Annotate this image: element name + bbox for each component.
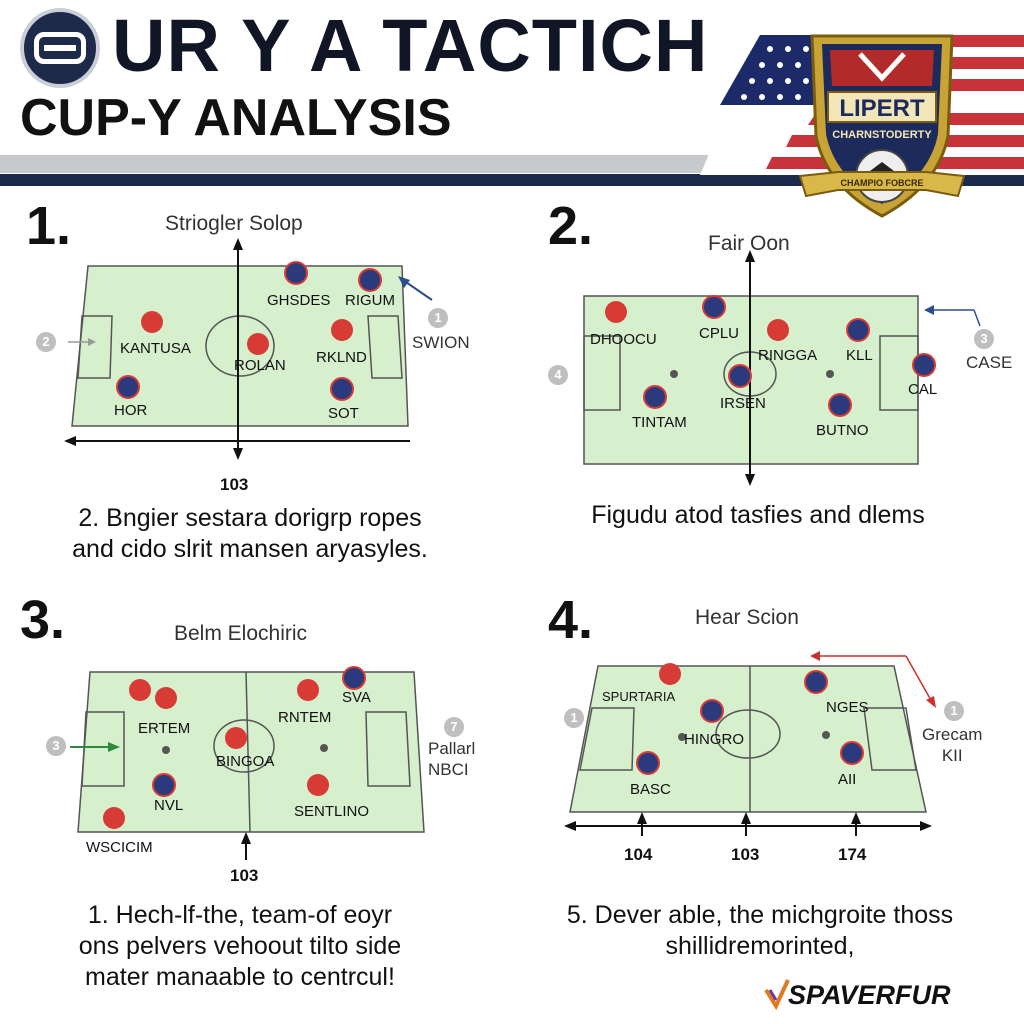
- panel-4-badge-left: 1: [564, 708, 584, 728]
- championship-shield-icon: LIPERT CHARNSTODERTY CHAMPIO FOBCRE: [798, 34, 966, 218]
- player-markers: [605, 295, 936, 417]
- panel-4-axis-label: 103: [731, 845, 760, 864]
- player-label: HOR: [114, 402, 148, 419]
- panel-1-badge-left: 2: [36, 332, 56, 352]
- player-label: AII: [838, 771, 857, 788]
- panel-2-number: 2.: [548, 196, 594, 256]
- panel-1-axis-label: 103: [220, 475, 249, 494]
- player-label: WSCICIM: [86, 839, 153, 856]
- player-label: IRSEN: [720, 395, 766, 412]
- svg-text:CHAMPIO FOBCRE: CHAMPIO FOBCRE: [841, 178, 924, 188]
- player-label: TINTAM: [632, 414, 687, 431]
- player-label: KANTUSA: [120, 340, 191, 357]
- page-title: UR Y A TACTICH: [112, 4, 709, 87]
- panel-4-axis-label: 174: [838, 845, 867, 864]
- player-label: SOT: [328, 405, 359, 422]
- player-label: ROLAN: [234, 357, 286, 374]
- player-label: SENTLINO: [294, 803, 370, 820]
- panel-4-number: 4.: [548, 590, 594, 650]
- header-divider-navy: [0, 174, 1024, 186]
- panel-2-badge-right: 3: [974, 329, 994, 349]
- player-label: SVA: [342, 689, 371, 706]
- player-label: NGES: [826, 699, 869, 716]
- panel-2-side-label: CASE: [966, 353, 1013, 372]
- player-label: BASC: [630, 781, 671, 798]
- panel-2-heading: Fair Oon: [708, 232, 790, 255]
- header-banner: UR Y A TACTICH CUP-Y ANALYSIS LIPERT CHA…: [0, 0, 1024, 218]
- player-label: NVL: [154, 797, 184, 814]
- player-label: DHOOCU: [590, 331, 657, 348]
- panel-3-heading: Belm Elochiric: [174, 622, 308, 645]
- panel-1-pitch-diagram: [64, 238, 433, 460]
- player-label: BUTNO: [816, 422, 869, 439]
- panel-3-badge-right: 7: [444, 717, 464, 737]
- panel-4-side-label: Grecam KII: [922, 725, 983, 765]
- panel-3-side-label: Pallarl NBCI: [428, 739, 476, 779]
- panel-4-badge-right: 1: [944, 701, 964, 721]
- player-label: KLL: [846, 347, 873, 364]
- svg-text:LIPERT: LIPERT: [839, 95, 925, 122]
- player-label: RIGUM: [345, 292, 395, 309]
- player-label: RKLND: [316, 349, 367, 366]
- panel-4-axis-label: 104: [624, 845, 653, 864]
- panel-3-pitch-diagram: [70, 666, 425, 860]
- panel-4-heading: Hear Scion: [695, 606, 799, 629]
- panel-1-number: 1.: [26, 196, 72, 256]
- logo-icon: [20, 8, 100, 88]
- player-label: CAL: [908, 381, 938, 398]
- brand-check-icon: [764, 979, 790, 1010]
- player-label: BINGOA: [216, 753, 275, 770]
- panel-1-heading: Striogler Solop: [165, 212, 303, 235]
- player-label: SPURTARIA: [602, 689, 676, 704]
- player-label: GHSDES: [267, 292, 331, 309]
- panel-3-axis-label: 103: [230, 866, 259, 885]
- player-markers: [116, 261, 382, 401]
- player-markers: [636, 663, 864, 775]
- panel-2-pitch-diagram: [583, 250, 981, 486]
- player-markers: [103, 666, 366, 829]
- player-label: HINGRO: [684, 731, 744, 748]
- svg-text:CHARNSTODERTY: CHARNSTODERTY: [832, 129, 932, 141]
- panel-4-pitch-diagram: [564, 651, 936, 836]
- panel-3-number: 3.: [20, 590, 66, 650]
- page-subtitle: CUP-Y ANALYSIS: [20, 89, 452, 147]
- panel-4-caption: 5. Dever able, the michgroite thoss shil…: [566, 901, 954, 960]
- panel-3-caption: 1. Hech-lf-the, team-of eoyr ons pelvers…: [78, 901, 402, 991]
- panel-2-caption: Figudu atod tasfies and dlems: [591, 501, 925, 529]
- panel-1-badge-right: 1: [428, 308, 448, 328]
- panel-3-badge-left: 3: [46, 736, 66, 756]
- brand-logo: SPAVERFUR: [788, 980, 951, 1010]
- player-label: CPLU: [699, 325, 740, 342]
- panel-1-caption: 2. Bngier sestara dorigrp ropes and cido…: [72, 504, 428, 563]
- panel-2-badge-left: 4: [548, 365, 568, 385]
- player-label: RNTEM: [278, 709, 332, 726]
- panel-1-side-label: SWION: [412, 333, 470, 352]
- player-label: RINGGA: [758, 347, 818, 364]
- player-label: ERTEM: [138, 720, 191, 737]
